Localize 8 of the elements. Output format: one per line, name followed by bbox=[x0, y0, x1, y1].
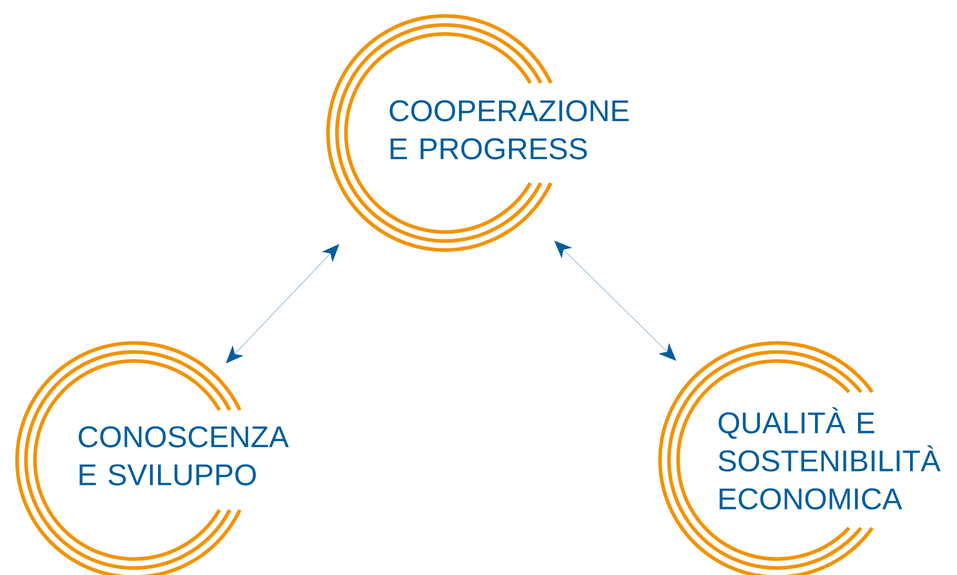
ring-circle bbox=[658, 341, 941, 575]
node-label: COOPERAZIONE E PROGRESS bbox=[390, 100, 629, 160]
ring-circle bbox=[15, 341, 289, 575]
node-label: CONOSCENZA E SVILUPPO bbox=[78, 426, 289, 486]
double-arrow bbox=[554, 240, 676, 361]
double-arrow bbox=[226, 244, 340, 364]
node-label: QUALITÀ E SOSTENIBILITÀ ECONOMICA bbox=[718, 407, 941, 510]
ring-circle bbox=[326, 14, 629, 252]
